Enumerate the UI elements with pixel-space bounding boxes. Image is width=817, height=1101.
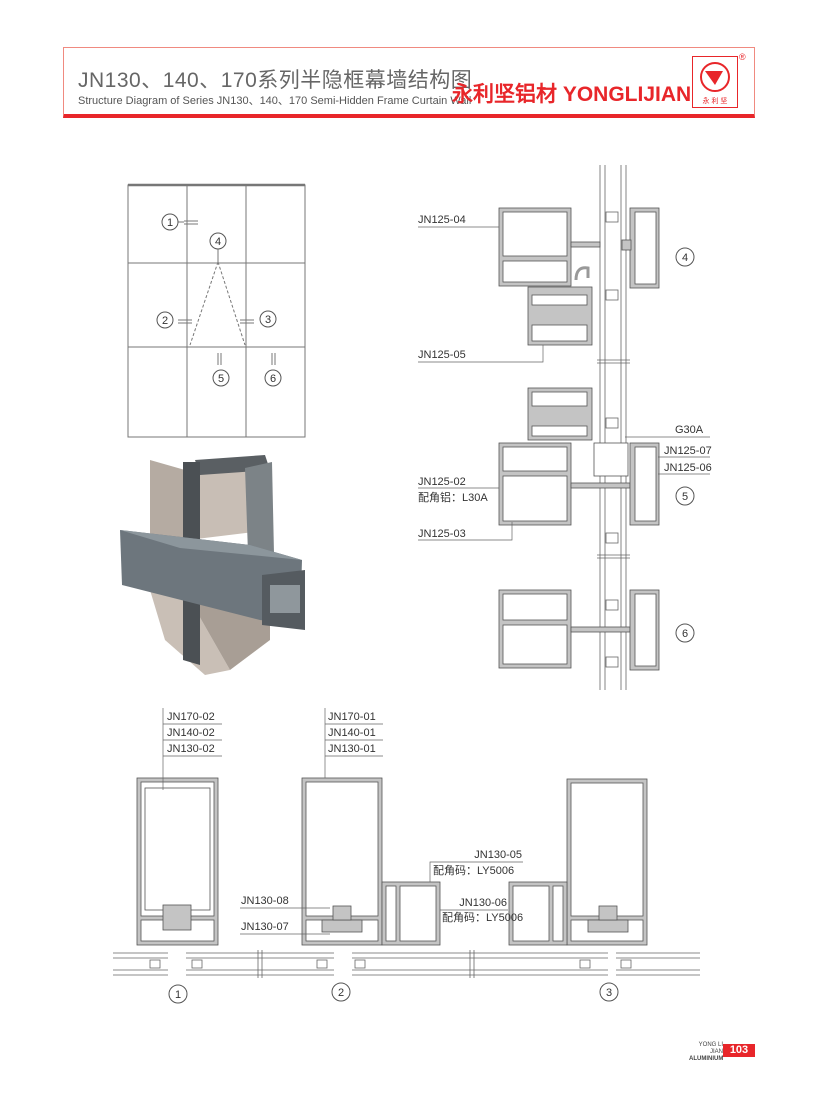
label-jn170-01: JN170-01 bbox=[328, 711, 376, 723]
label-jn130-02: JN130-02 bbox=[167, 743, 215, 755]
label-jn125-03: JN125-03 bbox=[418, 528, 466, 540]
marker-2-section: 2 bbox=[338, 987, 344, 999]
marker-5: 5 bbox=[218, 373, 224, 385]
footer-brand: YONG LI JIAN ALUMINIUM bbox=[689, 1042, 723, 1063]
horizontal-markers bbox=[168, 982, 619, 1004]
brand-name: 永利坚铝材 YONGLIJIAN bbox=[452, 83, 692, 106]
title-chinese: JN130、140、170系列半隐框幕墙结构图 bbox=[78, 69, 473, 92]
page-header: JN130、140、170系列半隐框幕墙结构图 Structure Diagra… bbox=[63, 47, 755, 118]
label-g30a: G30A bbox=[675, 424, 704, 436]
label-l30a: 配角铝：L30A bbox=[418, 490, 488, 504]
elevation-grid bbox=[127, 183, 306, 438]
marker-4-section: 4 bbox=[682, 252, 688, 264]
label-jn125-06: JN125-06 bbox=[664, 462, 712, 474]
svg-text:永 利 坚: 永 利 坚 bbox=[703, 96, 728, 105]
vertical-leaders bbox=[418, 226, 710, 541]
marker-3: 3 bbox=[265, 314, 271, 326]
horizontal-glass bbox=[113, 950, 700, 978]
label-jn130-06: JN130-06 bbox=[459, 897, 507, 909]
vertical-markers bbox=[675, 247, 695, 643]
page-number: 103 bbox=[723, 1044, 755, 1057]
marker-6-section: 6 bbox=[682, 628, 688, 640]
horizontal-leaders bbox=[162, 708, 523, 935]
marker-2: 2 bbox=[162, 315, 168, 327]
label-jn130-07: JN130-07 bbox=[241, 921, 289, 933]
label-jn130-01: JN130-01 bbox=[328, 743, 376, 755]
horizontal-profiles bbox=[136, 777, 648, 946]
marker-6: 6 bbox=[270, 373, 276, 385]
vertical-profiles bbox=[498, 207, 660, 671]
marker-1: 1 bbox=[167, 217, 173, 229]
label-jn125-04: JN125-04 bbox=[418, 214, 466, 226]
elevation-markers bbox=[156, 213, 282, 387]
marker-4: 4 bbox=[215, 236, 221, 248]
label-jn140-02: JN140-02 bbox=[167, 727, 215, 739]
marker-5-section: 5 bbox=[682, 491, 688, 503]
title-english: Structure Diagram of Series JN130、140、17… bbox=[78, 95, 472, 107]
registered-mark: ® bbox=[739, 52, 746, 62]
label-jn140-01: JN140-01 bbox=[328, 727, 376, 739]
marker-3-section: 3 bbox=[606, 987, 612, 999]
footer-brand-line1: YONG LI JIAN bbox=[698, 1042, 723, 1055]
marker-1-section: 1 bbox=[175, 989, 181, 1001]
label-jn170-02: JN170-02 bbox=[167, 711, 215, 723]
3d-node-render bbox=[120, 455, 305, 675]
label-ly5006-b: 配角码：LY5006 bbox=[442, 911, 523, 924]
label-jn125-05: JN125-05 bbox=[418, 349, 466, 361]
label-jn125-02: JN125-02 bbox=[418, 476, 466, 488]
logo-mark-icon: 永 利 坚 bbox=[700, 62, 730, 105]
footer-brand-line2: ALUMINIUM bbox=[689, 1056, 724, 1062]
label-ly5006-a: 配角码：LY5006 bbox=[433, 864, 514, 877]
label-jn130-05: JN130-05 bbox=[474, 849, 522, 861]
brand-logo: 永 利 坚 bbox=[692, 56, 738, 108]
label-jn125-07: JN125-07 bbox=[664, 445, 712, 457]
vertical-glass bbox=[597, 165, 630, 690]
label-jn130-08: JN130-08 bbox=[241, 895, 289, 907]
